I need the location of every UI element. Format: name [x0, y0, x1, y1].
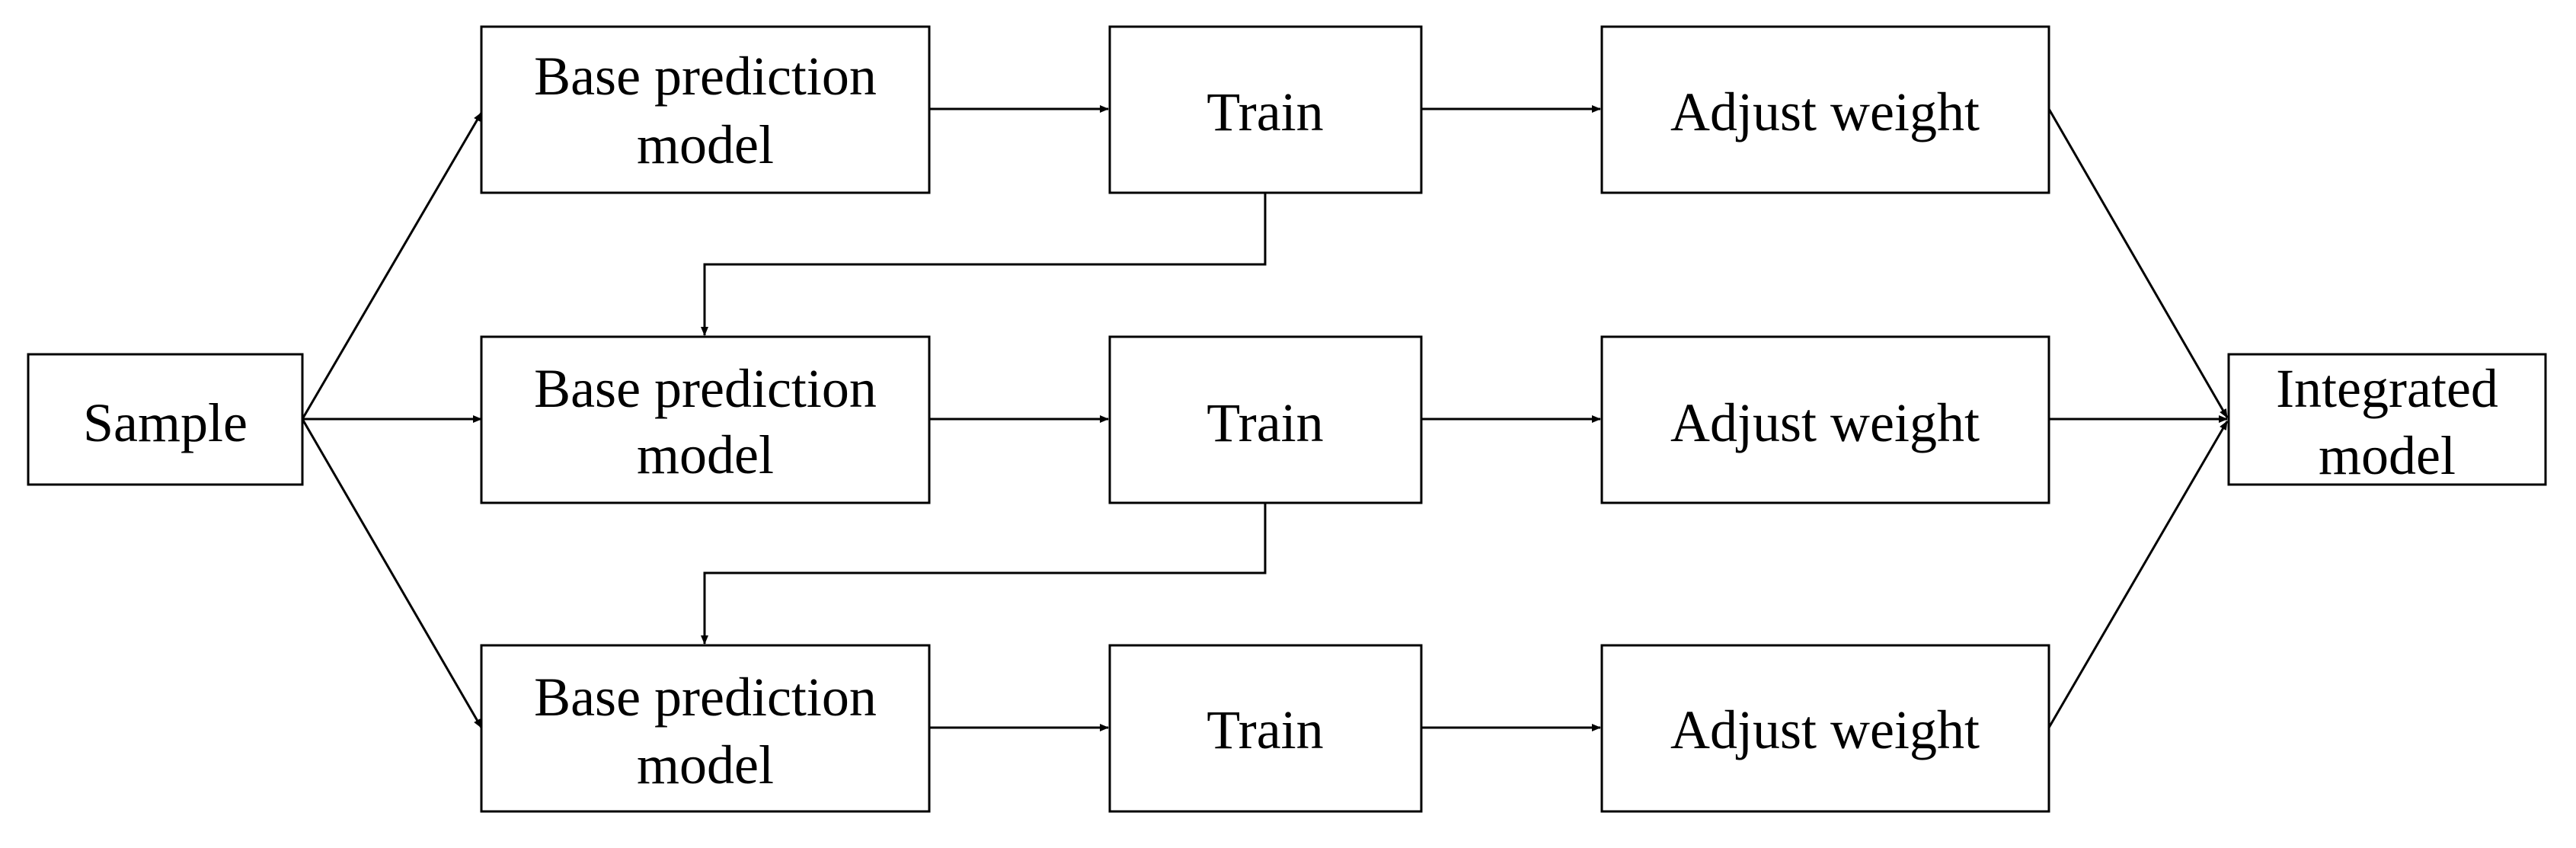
base-model-label-line1: Base prediction [534, 358, 877, 419]
integrated-model-label-line2: model [2319, 425, 2456, 486]
edge-sample-to-base-1 [301, 112, 483, 420]
edge-adjust-1-to-integrated [2047, 108, 2229, 418]
adjust-weight-box-1: Adjust weight [1600, 25, 2050, 194]
integrated-model-box: Integrated model [2227, 353, 2547, 486]
train-label: Train [1207, 392, 1323, 453]
base-model-label-line2: model [637, 424, 774, 485]
train-box-2: Train [1108, 335, 1423, 504]
sample-box: Sample [27, 353, 304, 486]
train-box-1: Train [1108, 25, 1423, 194]
edge-train-2-to-base-3 [701, 503, 1267, 645]
train-label: Train [1207, 699, 1323, 760]
base-model-box-3: Base prediction model [480, 644, 931, 813]
adjust-weight-box-3: Adjust weight [1600, 644, 2050, 813]
train-label: Train [1207, 82, 1323, 142]
edges [301, 105, 2229, 731]
edge-train-1-to-base-2 [701, 193, 1267, 336]
edge-adjust-3-to-integrated [2047, 421, 2229, 728]
base-model-box-1: Base prediction model [480, 25, 931, 194]
adjust-weight-label: Adjust weight [1670, 392, 1980, 453]
base-model-label-line2: model [637, 734, 774, 795]
adjust-weight-label: Adjust weight [1670, 699, 1980, 760]
integrated-model-label-line1: Integrated [2276, 358, 2498, 419]
base-model-label-line1: Base prediction [534, 46, 877, 107]
sample-label: Sample [83, 392, 248, 453]
adjust-weight-label: Adjust weight [1670, 82, 1980, 142]
base-model-label-line1: Base prediction [534, 667, 877, 728]
edge-sample-to-base-3 [301, 418, 483, 728]
train-box-3: Train [1108, 644, 1423, 813]
base-model-box-2: Base prediction model [480, 335, 931, 504]
base-model-label-line2: model [637, 114, 774, 175]
adjust-weight-box-2: Adjust weight [1600, 335, 2050, 504]
